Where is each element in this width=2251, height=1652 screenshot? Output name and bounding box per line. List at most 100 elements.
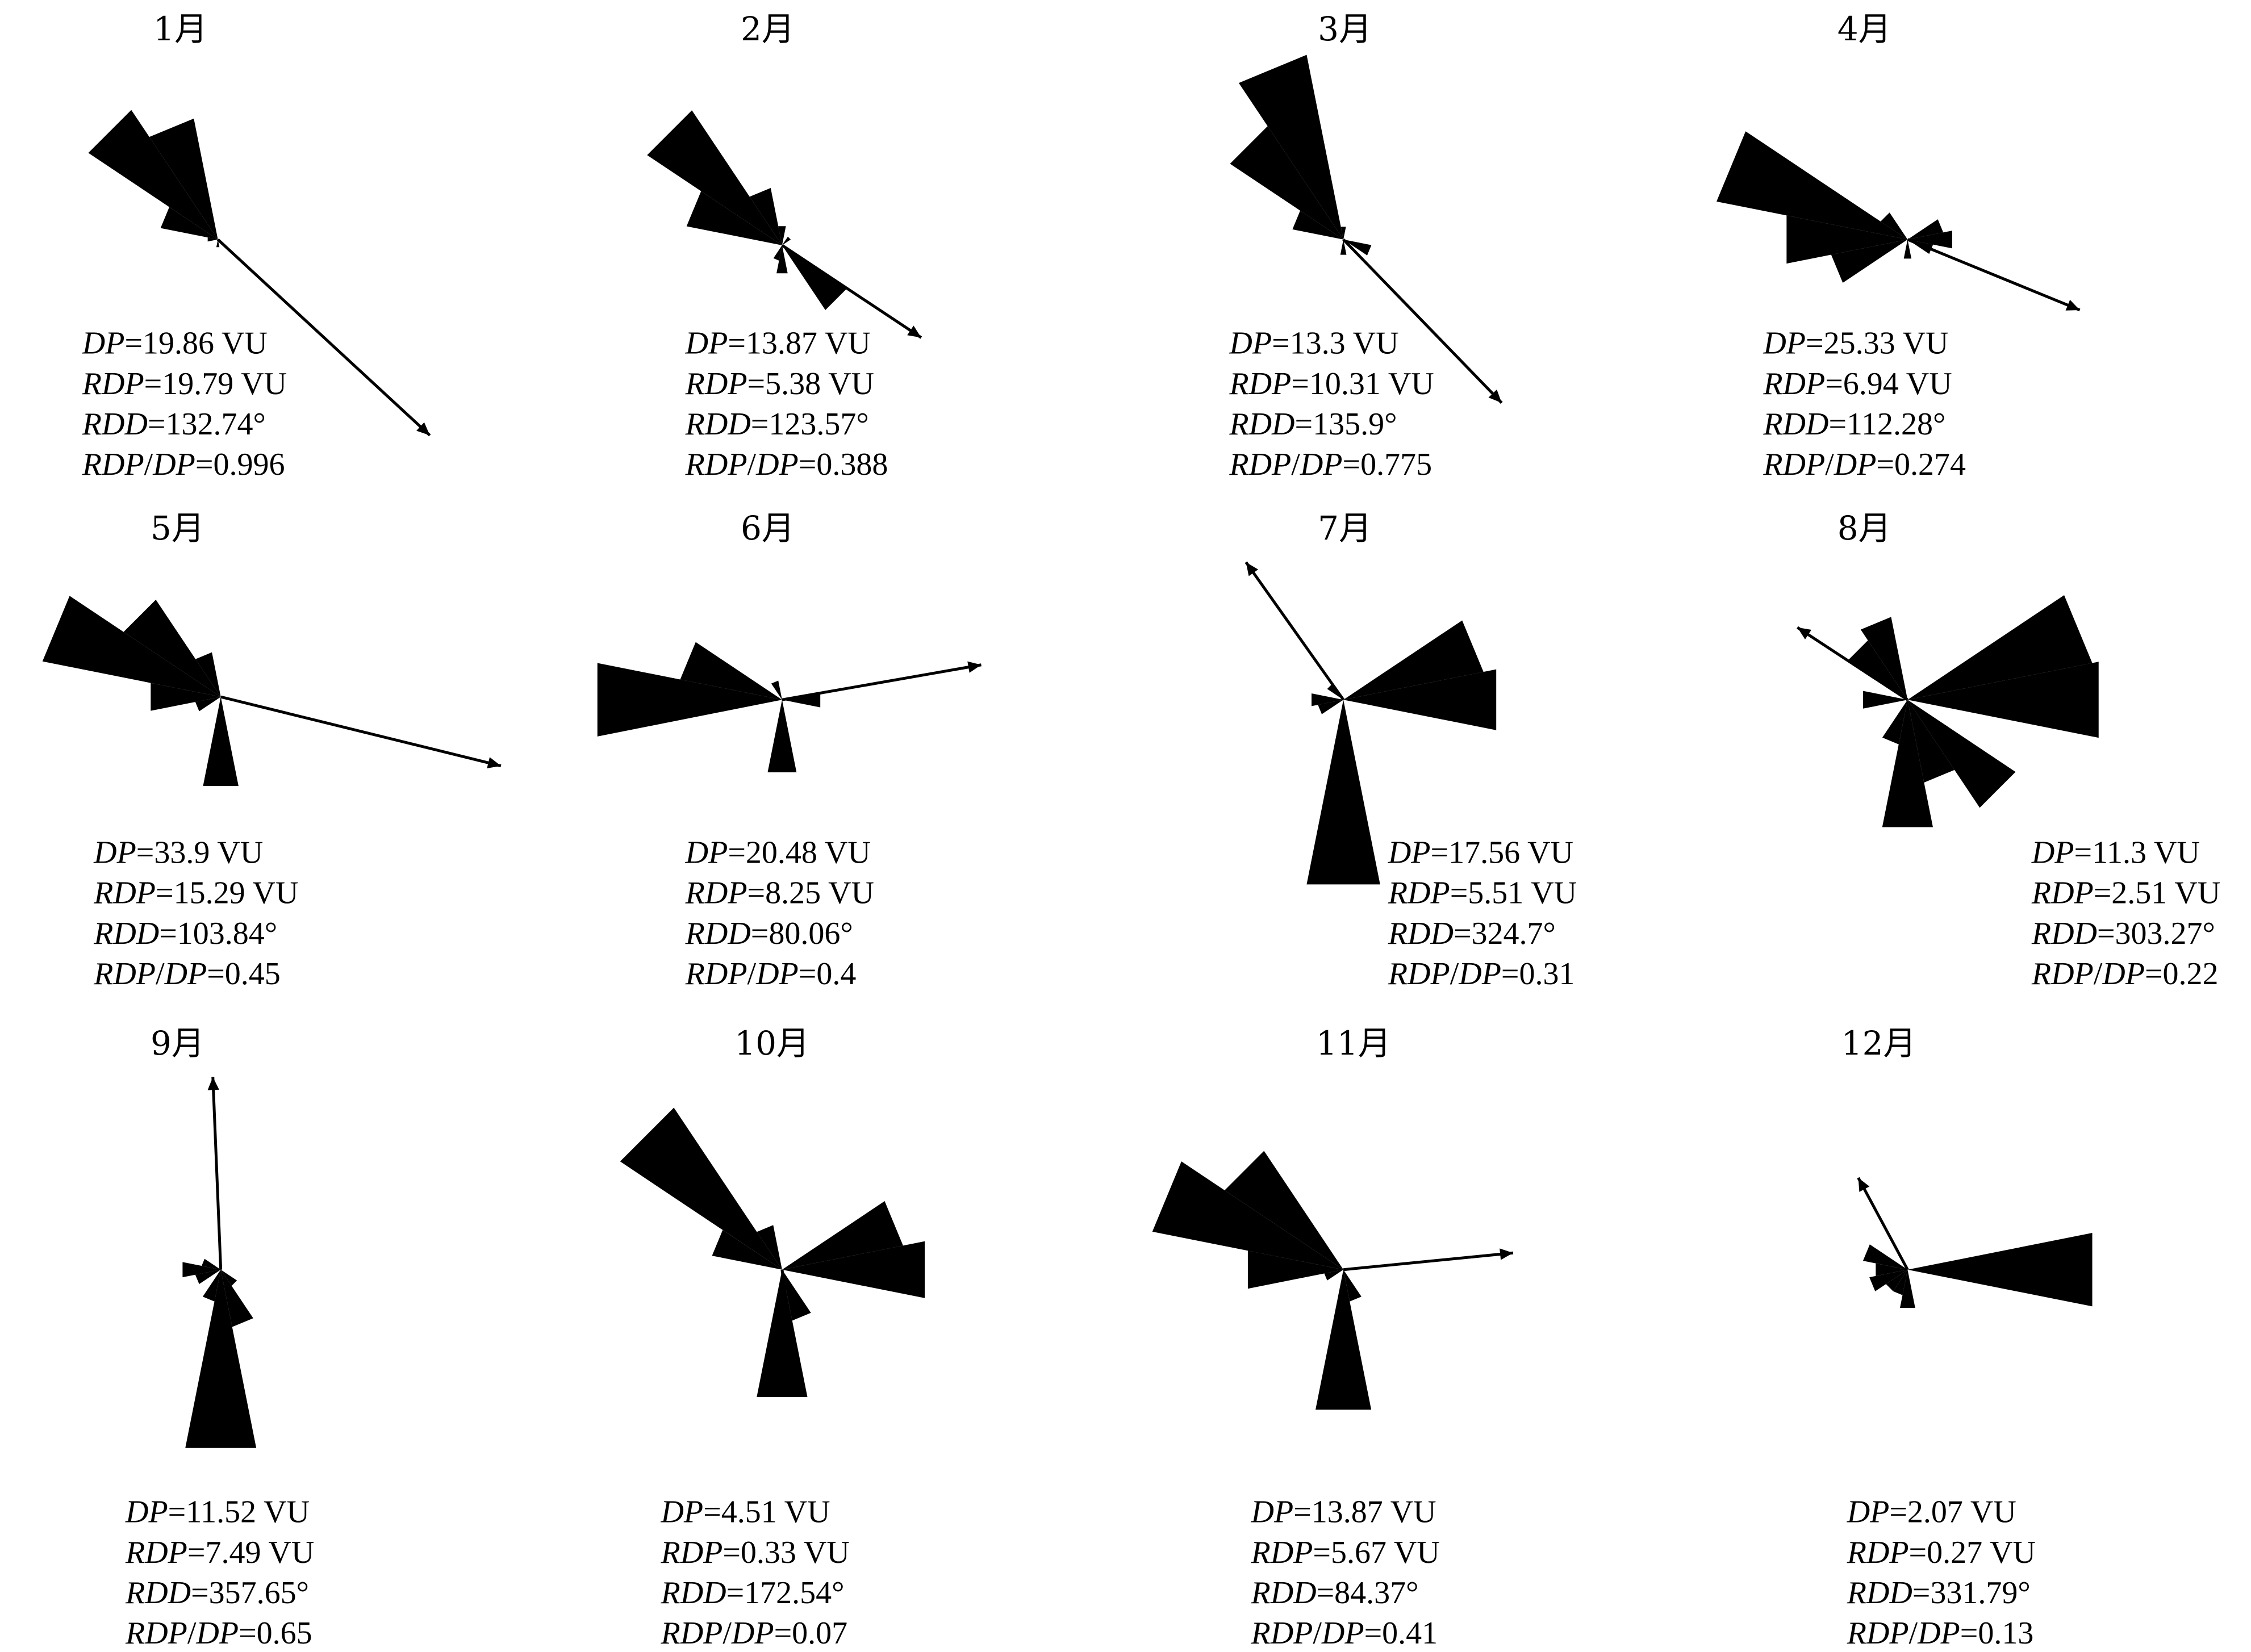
rose-petal: [1717, 131, 1908, 240]
rose-petal: [782, 236, 791, 245]
arrowhead-icon: [1246, 562, 1259, 576]
rose-petal: [195, 697, 221, 712]
dp-stat: DP=13.3 VU: [1229, 326, 1398, 361]
rose-petal: [1230, 126, 1344, 240]
rdd-stat: RDD=123.57°: [685, 407, 869, 442]
month-title: 9月: [151, 1024, 204, 1063]
rose-petal: [757, 1225, 782, 1270]
rdp-stat: RDP=2.51 VU: [2031, 876, 2220, 911]
rose-petal: [712, 1229, 782, 1270]
month-title: 2月: [741, 10, 795, 48]
rose-petal: [782, 1201, 903, 1270]
rdd-stat: RDD=135.9°: [1229, 407, 1397, 442]
rose-petal: [207, 237, 218, 242]
rose-petal: [1343, 620, 1484, 700]
rdp-stat: RDP=5.38 VU: [685, 366, 874, 402]
rose-petal: [216, 239, 220, 248]
rose-petal: [1340, 239, 1347, 255]
rose-panel-8: 8月 DP=11.3 VU RDP=2.51 VU RDD=303.27° RDP/DP…: [1797, 509, 2220, 992]
dp-stat: DP=11.52 VU: [125, 1494, 310, 1529]
rdp-stat: RDP=0.33 VU: [660, 1535, 849, 1570]
rose-petal: [1831, 239, 1908, 283]
rdd-stat: RDD=132.74°: [82, 407, 266, 442]
rdp-dp-ratio-stat: RDP/DP=0.65: [125, 1616, 312, 1651]
rose-petal: [1862, 1244, 1908, 1270]
rose-petal: [1907, 219, 1944, 240]
rose-petal: [776, 245, 788, 274]
rose-petal: [1343, 239, 1372, 256]
rose-petal: [203, 697, 239, 787]
rose-petal: [1900, 1269, 1915, 1308]
rdd-stat: RDD=324.7°: [1388, 916, 1556, 951]
rose-petal: [1786, 215, 1908, 264]
rdp-stat: RDP=15.29 VU: [93, 876, 298, 911]
rdp-stat: RDP=8.25 VU: [685, 876, 874, 911]
resultant-drift-arrow: [216, 238, 431, 437]
rose-petal: [680, 642, 782, 700]
rose-petal: [1907, 700, 1955, 783]
rose-petal: [782, 1269, 811, 1321]
rdp-stat: RDP=5.67 VU: [1251, 1535, 1440, 1570]
rdp-stat: RDP=0.27 VU: [1847, 1535, 2036, 1570]
rdd-stat: RDD=172.54°: [660, 1575, 844, 1611]
month-title: 11月: [1316, 1024, 1391, 1063]
rose-petal: [647, 110, 782, 245]
rose-petal: [195, 1269, 221, 1285]
month-title: 1月: [153, 10, 207, 48]
rose-petal: [1893, 1269, 1908, 1295]
rose-petal: [160, 207, 218, 240]
rose-petal: [1224, 1151, 1344, 1270]
rose-petal: [778, 226, 786, 245]
dp-stat: DP=25.33 VU: [1763, 326, 1948, 361]
rose-petal: [1882, 700, 1908, 745]
rose-petal: [1292, 210, 1344, 240]
rdd-stat: RDD=80.06°: [685, 916, 853, 951]
arrowhead-icon: [1488, 389, 1502, 403]
arrowhead-icon: [788, 1360, 800, 1374]
resultant-drift-arrow: [211, 1077, 223, 1270]
rose-petal: [42, 596, 221, 697]
resultant-drift-arrow: [1797, 626, 1908, 701]
rose-petal: [773, 245, 782, 261]
dp-stat: DP=13.87 VU: [1251, 1494, 1436, 1529]
dp-stat: DP=33.9 VU: [93, 835, 263, 870]
resultant-drift-arrow: [780, 1269, 797, 1374]
rose-petal: [782, 1241, 925, 1298]
rose-petal: [1907, 1233, 2093, 1307]
rose-petal: [1907, 662, 2099, 738]
rdp-stat: RDP=7.49 VU: [125, 1535, 314, 1570]
dp-stat: DP=17.56 VU: [1388, 835, 1573, 870]
rose-petal: [1238, 55, 1344, 240]
rdp-dp-ratio-stat: RDP/DP=0.274: [1763, 447, 1966, 482]
dp-stat: DP=13.87 VU: [685, 326, 871, 361]
rdp-dp-ratio-stat: RDP/DP=0.22: [2031, 956, 2219, 992]
resultant-drift-arrow: [1857, 1177, 1909, 1270]
month-title: 10月: [734, 1024, 809, 1063]
rdd-stat: RDD=84.37°: [1251, 1575, 1419, 1611]
rdd-stat: RDD=357.65°: [125, 1575, 309, 1611]
resultant-drift-arrow: [220, 695, 502, 768]
month-title: 5月: [151, 509, 204, 547]
resultant-drift-arrow: [1342, 239, 1503, 404]
rose-petal: [1876, 1263, 1908, 1276]
rdd-stat: RDD=331.79°: [1847, 1575, 2031, 1611]
arrowhead-icon: [1797, 627, 1812, 639]
month-title: 8月: [1837, 509, 1891, 547]
rose-petal: [1869, 1269, 1908, 1291]
rdd-stat: RDD=303.27°: [2031, 916, 2215, 951]
rdp-dp-ratio-stat: RDP/DP=0.388: [685, 447, 888, 482]
dp-stat: DP=2.07 VU: [1847, 1494, 2016, 1529]
rdp-stat: RDP=5.51 VU: [1388, 876, 1577, 911]
rdp-stat: RDP=19.79 VU: [82, 366, 287, 402]
rdp-stat: RDP=6.94 VU: [1763, 366, 1952, 402]
rose-petal: [782, 245, 847, 310]
dp-stat: DP=11.3 VU: [2031, 835, 2200, 870]
rdp-dp-ratio-stat: RDP/DP=0.4: [685, 956, 857, 992]
rose-petal: [88, 110, 218, 240]
